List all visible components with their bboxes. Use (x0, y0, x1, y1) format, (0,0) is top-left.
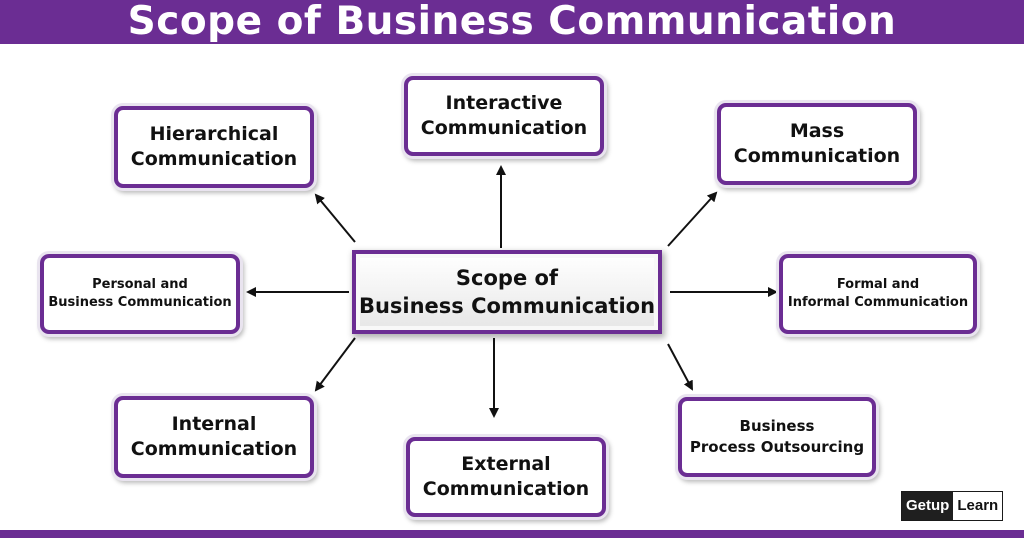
title-banner: Scope of Business Communication (0, 0, 1024, 44)
page-title: Scope of Business Communication (127, 0, 897, 44)
node-external-communication: External Communication (406, 437, 606, 517)
arrow-to-internal (314, 337, 356, 392)
node-label: Business Process Outsourcing (689, 417, 865, 456)
node-formal-informal-communication: Formal and Informal Communication (779, 254, 977, 334)
central-topic-box: Scope of Business Communication (352, 250, 662, 334)
footer-bar (0, 530, 1024, 538)
arrow-to-bpo (667, 343, 693, 391)
node-hierarchical-communication: Hierarchical Communication (114, 106, 314, 188)
node-interactive-communication: Interactive Communication (404, 76, 604, 156)
node-personal-business-communication: Personal and Business Communication (40, 254, 240, 334)
node-internal-communication: Internal Communication (114, 396, 314, 478)
node-label: Mass Communication (733, 120, 901, 167)
logo-part-learn: Learn (953, 492, 1003, 520)
getuplearn-logo: Getup Learn (901, 491, 1004, 521)
arrow-to-mass (667, 191, 718, 247)
node-label: External Communication (422, 453, 590, 500)
central-topic-label: Scope of Business Communication (358, 265, 656, 318)
logo-part-getup: Getup (902, 492, 954, 520)
node-mass-communication: Mass Communication (717, 103, 917, 185)
node-business-process-outsourcing: Business Process Outsourcing (678, 397, 876, 477)
arrow-to-hierarchical (314, 193, 356, 243)
node-label: Hierarchical Communication (130, 123, 298, 170)
node-label: Interactive Communication (420, 92, 588, 139)
node-label: Personal and Business Communication (48, 276, 232, 310)
node-label: Formal and Informal Communication (787, 276, 969, 310)
node-label: Internal Communication (130, 413, 298, 460)
